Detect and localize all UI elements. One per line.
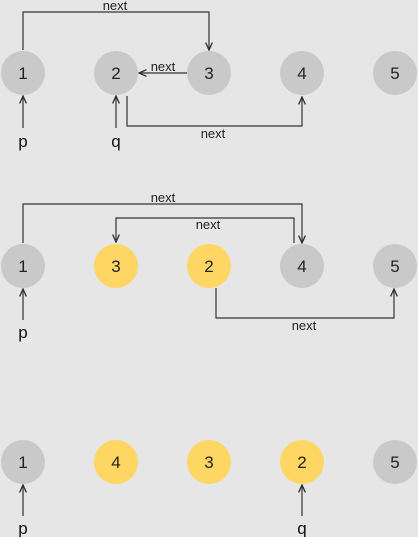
edge-label: next <box>196 217 221 232</box>
node-label: 4 <box>297 257 306 276</box>
node-label: 2 <box>204 257 213 276</box>
pointer-label-p: p <box>18 323 27 342</box>
list-node <box>1 440 45 484</box>
pointer-label-q: q <box>297 519 306 537</box>
list-node <box>280 440 324 484</box>
node-label: 2 <box>111 64 120 83</box>
list-node <box>280 244 324 288</box>
node-label: 1 <box>18 453 27 472</box>
edge-label: next <box>151 190 176 205</box>
list-node <box>94 440 138 484</box>
node-label: 5 <box>390 453 399 472</box>
list-node <box>94 244 138 288</box>
list-node <box>187 244 231 288</box>
node-label: 4 <box>111 453 120 472</box>
node-label: 1 <box>18 257 27 276</box>
list-node <box>1 51 45 95</box>
list-node <box>187 440 231 484</box>
list-node <box>94 51 138 95</box>
list-node <box>373 440 417 484</box>
edge-4-to-3 <box>116 217 295 243</box>
list-node <box>280 51 324 95</box>
pointer-label-p: p <box>18 519 27 537</box>
edge-label: next <box>292 318 317 333</box>
edge-1-to-3 <box>22 11 209 50</box>
diagram-3: 1 4 3 2 5 p q <box>1 440 417 537</box>
list-node <box>1 244 45 288</box>
node-label: 4 <box>297 64 306 83</box>
pointer-label-q: q <box>111 132 120 151</box>
diagram-1: next next next 1 2 3 4 5 p q <box>1 0 417 151</box>
edge-label: next <box>201 126 226 141</box>
edge-label: next <box>103 0 128 13</box>
list-node <box>373 244 417 288</box>
diagram-2: next next next 1 3 2 4 5 p <box>1 190 417 342</box>
edge-label: next <box>151 59 176 74</box>
edge-1-to-4 <box>22 203 302 243</box>
node-label: 5 <box>390 64 399 83</box>
node-label: 3 <box>204 453 213 472</box>
list-node <box>187 51 231 95</box>
list-node <box>373 51 417 95</box>
node-label: 3 <box>111 257 120 276</box>
node-label: 2 <box>297 453 306 472</box>
edge-2-to-4 <box>126 96 302 127</box>
node-label: 1 <box>18 64 27 83</box>
node-label: 5 <box>390 257 399 276</box>
pointer-label-p: p <box>18 132 27 151</box>
edge-2-to-5 <box>215 288 394 319</box>
node-label: 3 <box>204 64 213 83</box>
